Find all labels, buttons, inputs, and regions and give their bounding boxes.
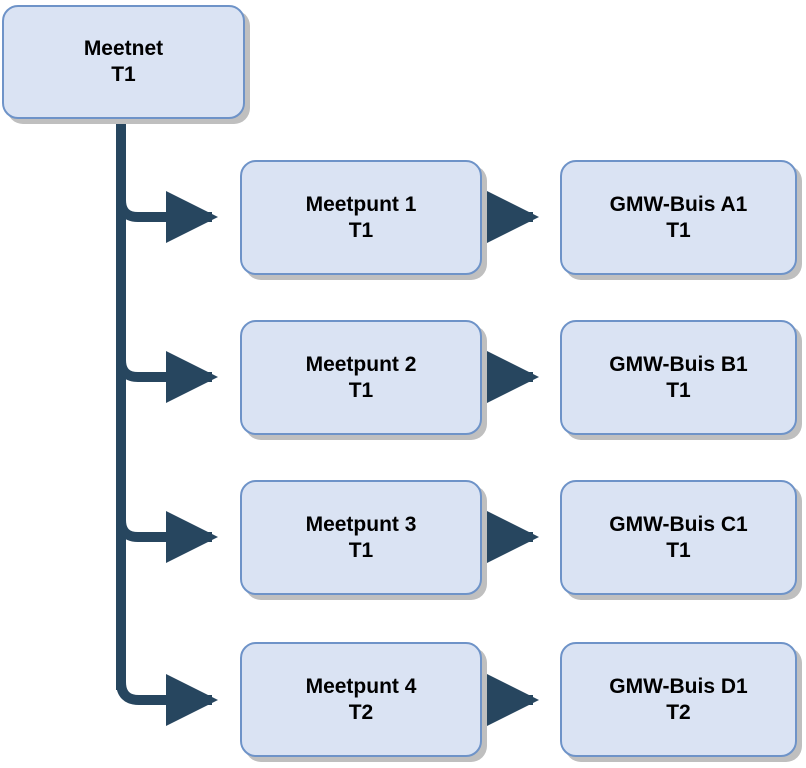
node-meetpunt-4[interactable]: Meetpunt 4 T2 xyxy=(240,642,482,757)
node-title: Meetpunt 4 xyxy=(305,674,417,698)
node-meetpunt-1[interactable]: Meetpunt 1 T1 xyxy=(240,160,482,275)
branch-to-meetpunt-2 xyxy=(116,351,219,404)
branch-to-meetpunt-1 xyxy=(116,191,219,244)
node-subtitle: T1 xyxy=(348,538,374,562)
node-subtitle: T1 xyxy=(111,63,136,86)
node-title: Meetnet xyxy=(83,37,164,60)
node-title: GMW-Buis B1 xyxy=(609,352,748,376)
node-subtitle: T1 xyxy=(348,218,374,242)
node-subtitle: T2 xyxy=(348,700,374,724)
branch-to-meetpunt-3 xyxy=(116,511,219,564)
node-title: Meetpunt 1 xyxy=(305,192,417,216)
node-meetpunt-2[interactable]: Meetpunt 2 T1 xyxy=(240,320,482,435)
node-subtitle: T2 xyxy=(666,700,691,724)
node-gmw-buis-b1[interactable]: GMW-Buis B1 T1 xyxy=(560,320,797,435)
node-subtitle: T1 xyxy=(348,378,374,402)
node-gmw-buis-c1[interactable]: GMW-Buis C1 T1 xyxy=(560,480,797,595)
node-gmw-buis-d1[interactable]: GMW-Buis D1 T2 xyxy=(560,642,797,757)
node-meetpunt-3[interactable]: Meetpunt 3 T1 xyxy=(240,480,482,595)
node-meetnet[interactable]: Meetnet T1 xyxy=(2,5,245,119)
node-subtitle: T1 xyxy=(666,378,691,402)
node-subtitle: T1 xyxy=(666,538,691,562)
branch-to-meetpunt-4 xyxy=(116,674,219,727)
node-subtitle: T1 xyxy=(666,218,691,242)
node-title: GMW-Buis D1 xyxy=(609,674,748,698)
node-title: Meetpunt 3 xyxy=(305,512,417,536)
node-title: GMW-Buis C1 xyxy=(609,512,748,536)
node-title: Meetpunt 2 xyxy=(305,352,417,376)
node-title: GMW-Buis A1 xyxy=(609,192,748,216)
node-gmw-buis-a1[interactable]: GMW-Buis A1 T1 xyxy=(560,160,797,275)
